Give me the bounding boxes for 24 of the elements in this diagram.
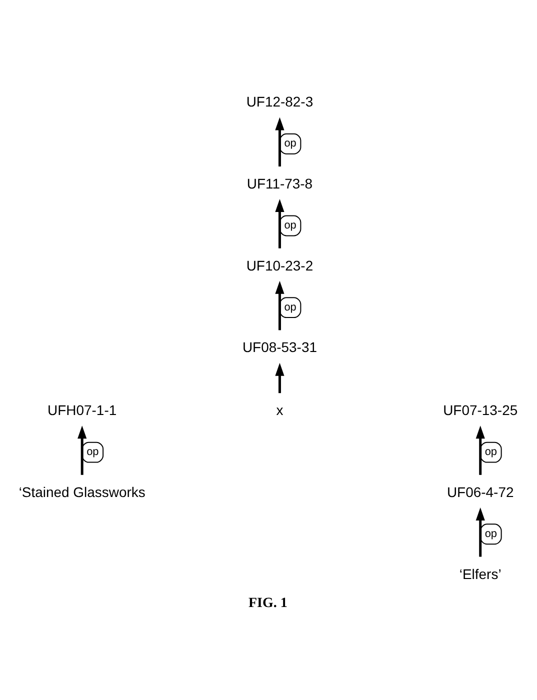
node-text: UF08-53-31 xyxy=(242,338,318,355)
node-text: UF06-4-72 xyxy=(446,483,514,500)
arrow xyxy=(275,116,284,166)
edge-label: op xyxy=(86,446,99,458)
arrow xyxy=(78,425,87,474)
edge-label: op xyxy=(284,137,296,150)
edge-label: op xyxy=(284,300,296,313)
node-text: ‘Elfers’ xyxy=(459,565,502,582)
node-text: ‘Stained Glassworks xyxy=(18,483,146,500)
edge-label: op xyxy=(484,446,498,458)
arrow xyxy=(275,280,284,330)
node-text: UF07-13-25 xyxy=(443,402,518,418)
node-text: UF10-23-2 xyxy=(246,256,314,273)
node-text: UF11-73-8 xyxy=(246,175,313,191)
caption: FIG. 1 xyxy=(248,596,288,611)
edge-label: op xyxy=(284,219,296,232)
node-text: x xyxy=(276,402,284,418)
arrow xyxy=(275,362,284,393)
edge-label: op xyxy=(484,527,498,540)
node-text: UFH07-1-1 xyxy=(48,402,117,418)
arrow xyxy=(476,425,485,474)
node-text: UF12-82-3 xyxy=(246,93,314,110)
arrow xyxy=(476,506,485,556)
arrow xyxy=(275,198,284,248)
